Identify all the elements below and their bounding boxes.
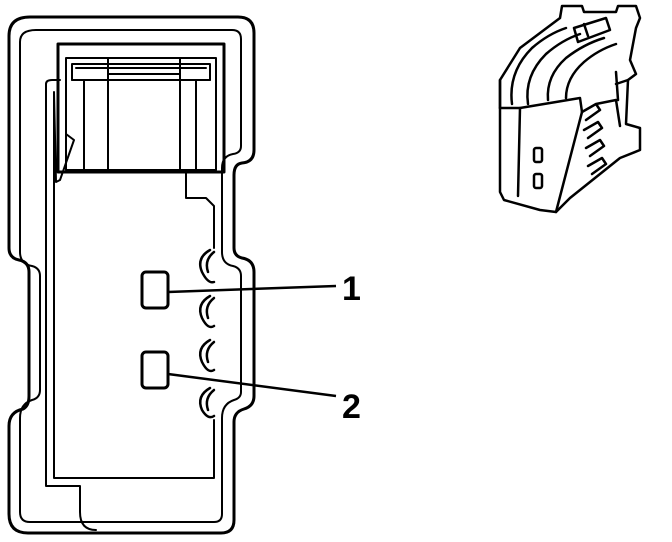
iso-front-top (498, 78, 522, 198)
iso-right-edge (614, 70, 630, 102)
iso-body-outline (498, 4, 642, 214)
seal-line (45, 79, 215, 531)
iso-latch-arm-1 (510, 26, 568, 106)
latch-tab-right (179, 79, 211, 171)
iso-cavity-2 (532, 172, 544, 190)
latch-center (107, 57, 181, 171)
connector-inner-outline (19, 29, 242, 523)
leader-line-1 (167, 284, 337, 294)
latch-tab-left (71, 79, 109, 171)
iso-latch-arm-2 (526, 32, 582, 106)
seal-line-right (185, 171, 215, 249)
iso-side-ribs (580, 98, 622, 176)
connector-isometric-view (498, 4, 642, 214)
iso-cavity-1 (532, 146, 544, 164)
latch-top-rail (71, 63, 211, 81)
callout-label-1: 1 (342, 270, 361, 308)
latch-housing-outer (56, 42, 226, 174)
callout-label-2: 2 (342, 388, 361, 426)
iso-latch-arm-3 (546, 36, 606, 102)
iso-top-latch (572, 16, 612, 44)
iso-front-face (498, 96, 584, 214)
terminal-cavity-1 (140, 270, 170, 310)
callout-leaders (167, 284, 337, 398)
terminal-cavity-2 (140, 350, 170, 390)
latch-center-detail (107, 73, 181, 81)
connector-face-view (7, 15, 256, 535)
side-ribs (199, 248, 216, 419)
iso-latch-arm-4 (564, 42, 618, 100)
leader-line-2 (167, 372, 337, 398)
